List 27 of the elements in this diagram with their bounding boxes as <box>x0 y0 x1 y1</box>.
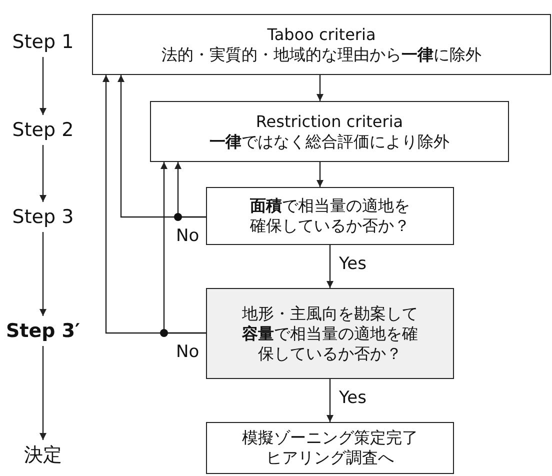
process-box <box>92 14 551 75</box>
arrow <box>326 245 334 288</box>
box-text: 法的・実質的・地域的な理由から一律に除外 <box>162 44 482 64</box>
step-label: 決定 <box>3 443 83 467</box>
process-box <box>206 422 454 474</box>
step-label: Step 1 <box>3 30 83 54</box>
box-heading: Restriction criteria <box>256 112 404 132</box>
arrow <box>40 145 46 202</box>
arrow <box>102 75 206 334</box>
arrow <box>40 232 46 316</box>
step-label: Step 2 <box>3 118 83 142</box>
box-text: 地形・主風向を勘案して容量で相当量の適地を確保しているか否か？ <box>241 304 419 364</box>
arrow <box>326 379 334 422</box>
arrow <box>316 162 324 187</box>
arrow <box>40 57 46 115</box>
box-text: 模擬ゾーニング策定完了ヒアリング調査へ <box>241 428 419 468</box>
decision-box <box>206 187 454 245</box>
decision-box <box>206 288 454 379</box>
arrow <box>316 75 324 101</box>
arrow <box>40 346 46 440</box>
step-label: Step 3 <box>3 205 83 229</box>
box-text: 面積で相当量の適地を確保しているか否か？ <box>249 196 411 236</box>
box-text: 一律ではなく総合評価により除外 <box>210 132 450 152</box>
box-heading: Taboo criteria <box>267 24 376 44</box>
arrow <box>118 75 206 218</box>
process-box <box>150 101 509 162</box>
step-label: Step 3′ <box>3 319 83 343</box>
